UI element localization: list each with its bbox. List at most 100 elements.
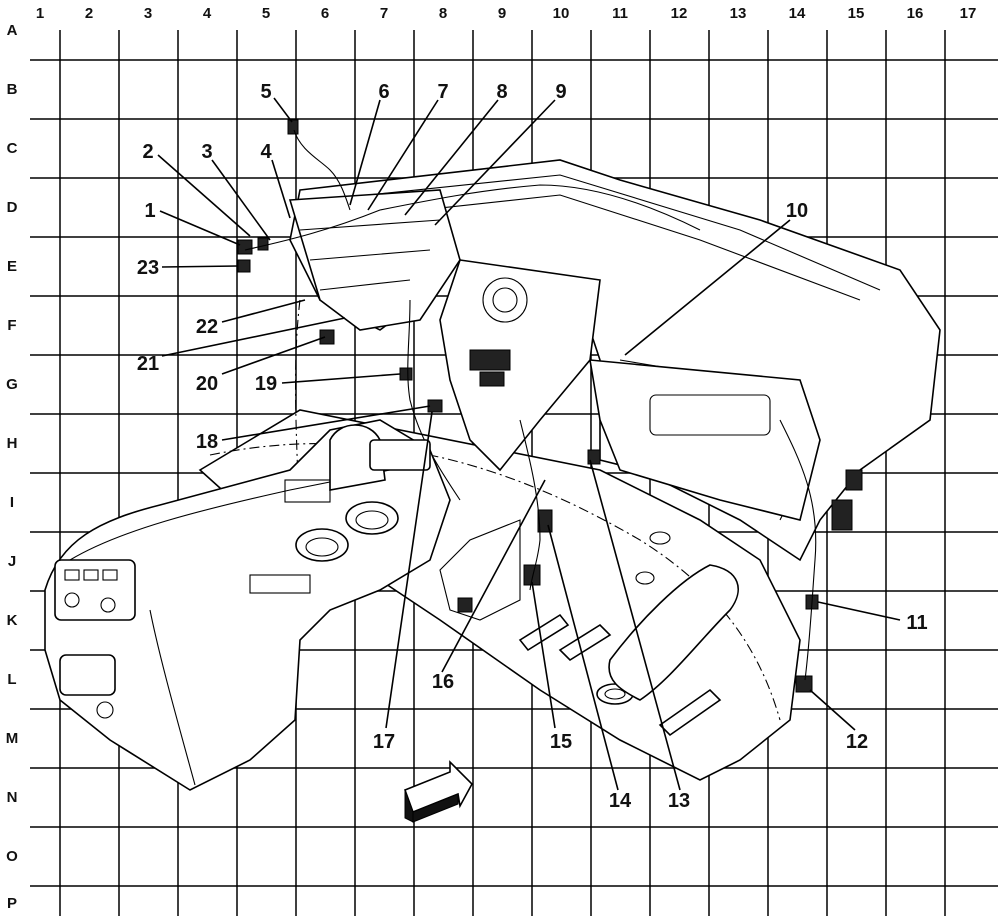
console-side-edge: [149, 609, 196, 786]
row-labels: A B C D E F G H I J K L M N O P: [6, 22, 19, 912]
connector-1: [237, 239, 253, 255]
col-label: 1: [36, 5, 44, 22]
callout-11: 11: [906, 612, 927, 634]
row-label: H: [7, 435, 18, 452]
left-dash-cluster: [288, 189, 461, 331]
callout-2: 2: [142, 141, 153, 163]
callout-17: 17: [373, 731, 395, 753]
console-lower-port: [96, 701, 114, 719]
row-label: L: [7, 671, 16, 688]
leader-7: [367, 99, 439, 211]
callout-23: 23: [137, 257, 159, 279]
connector-18: [427, 399, 443, 413]
floor-channel: [608, 564, 739, 701]
callout-5: 5: [260, 81, 271, 103]
floor-tunnel-bracket: [439, 519, 521, 621]
callout-19: 19: [255, 373, 277, 395]
col-label: 16: [907, 5, 924, 22]
connector-19: [399, 367, 413, 381]
col-label: 3: [144, 5, 152, 22]
console-grille: [284, 479, 331, 503]
row-label: M: [6, 730, 19, 747]
wiring-harness-center: [519, 419, 541, 591]
row-label: J: [8, 553, 16, 570]
callout-12: 12: [846, 731, 868, 753]
col-label: 7: [380, 5, 388, 22]
connector-12: [795, 675, 813, 693]
row-label: I: [10, 494, 14, 511]
col-label: 15: [848, 5, 865, 22]
leader-3: [211, 159, 271, 241]
connector-right-1: [831, 499, 853, 531]
row-label: B: [7, 81, 18, 98]
connector-5: [287, 119, 299, 135]
leader-5: [273, 97, 293, 123]
leader-10: [624, 219, 791, 356]
leader-21: [161, 317, 346, 357]
callout-13: 13: [668, 790, 690, 812]
col-label: 12: [671, 5, 688, 22]
connector-20: [319, 329, 335, 345]
console-top-edge: [69, 469, 391, 561]
row-label: O: [6, 848, 18, 865]
console-rear-button-3: [102, 569, 118, 581]
line-art: [44, 119, 941, 791]
wiring-harness-drop: [407, 299, 461, 501]
callout-1: 1: [144, 200, 155, 222]
connector-23: [237, 259, 251, 273]
cup-holder-2: [345, 501, 399, 535]
leader-13: [589, 459, 681, 791]
arrow-icon: [403, 760, 473, 823]
console-rear-panel: [54, 559, 136, 621]
callout-3: 3: [201, 141, 212, 163]
leader-23: [161, 265, 239, 268]
leader-15: [531, 581, 556, 729]
floor-plug-2: [649, 531, 671, 545]
leader-11: [817, 601, 901, 621]
leader-2: [157, 154, 251, 237]
callout-4: 4: [260, 141, 272, 163]
right-knee-bolster: [589, 359, 821, 521]
center-stack: [439, 259, 601, 472]
leader-4: [271, 159, 291, 219]
leader-22: [221, 299, 306, 323]
row-label: K: [7, 612, 18, 629]
callout-10: 10: [786, 200, 808, 222]
wiring-harness-main: [244, 184, 701, 251]
leader-9: [434, 99, 556, 226]
callout-14: 14: [609, 790, 632, 812]
column-labels: 1 2 3 4 5 6 7 8 9 10 11 12 13 14 15 16 1…: [36, 5, 977, 22]
col-label: 13: [730, 5, 747, 22]
leader-20: [221, 336, 326, 375]
leader-6: [349, 99, 381, 206]
console-rear-knob-2: [100, 597, 116, 613]
connector-13: [587, 449, 601, 465]
left-cluster-detail: [299, 219, 441, 291]
col-label: 9: [498, 5, 506, 22]
col-label: 8: [439, 5, 447, 22]
cup-holder-1-inner: [305, 537, 339, 557]
floor-rib-2: [518, 613, 570, 652]
connector-right-2: [845, 469, 863, 491]
row-label: A: [7, 22, 18, 39]
leader-16: [441, 479, 546, 673]
col-label: 4: [203, 5, 212, 22]
leader-18: [221, 405, 431, 441]
right-panel-slot: [649, 394, 771, 436]
connector-16: [457, 597, 473, 613]
leader-1: [159, 210, 241, 246]
console-rear-button-1: [64, 569, 80, 581]
callout-16: 16: [432, 671, 454, 693]
callout-7: 7: [437, 81, 448, 103]
center-vent-inner: [492, 287, 518, 313]
callout-18: 18: [196, 431, 218, 453]
leader-12: [809, 689, 856, 731]
floor-rib-3: [658, 688, 722, 737]
callouts: 1 2 3 4 5 6 7 8 9 10 11 12 13 14 15 16 1…: [137, 81, 928, 812]
leader-lines: [157, 97, 901, 791]
console-tray: [249, 574, 311, 594]
col-label: 2: [85, 5, 93, 22]
col-label: 14: [789, 5, 806, 22]
cup-holder-1: [295, 528, 349, 562]
